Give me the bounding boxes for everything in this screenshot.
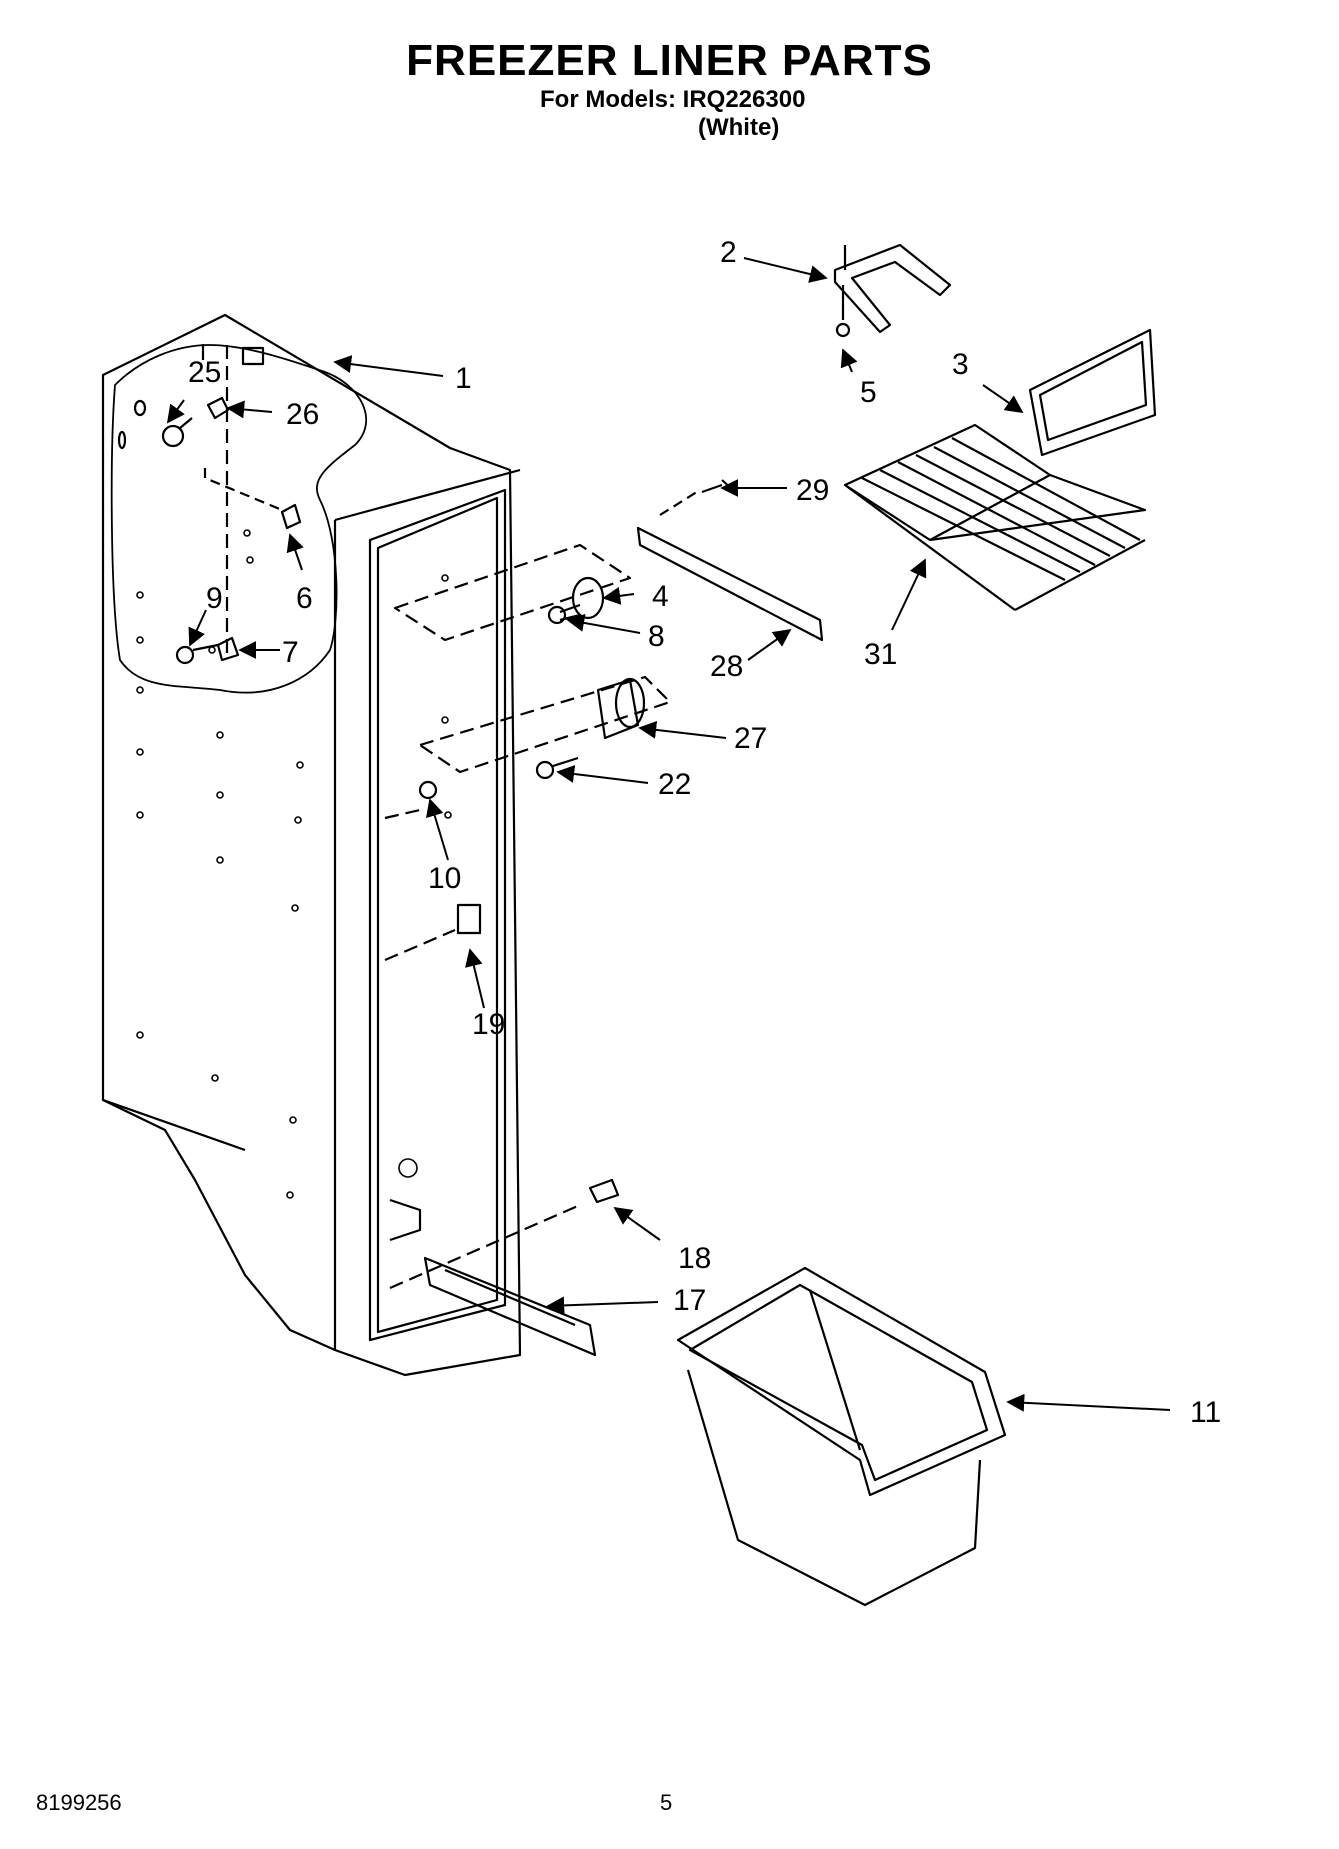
clip-and-bracket-parts: [175, 468, 302, 665]
light-bulb-and-socket: [161, 396, 230, 448]
wire-shelf-part: [843, 423, 1147, 611]
callout-31: 31: [864, 638, 897, 671]
shelf-frame-part: [1028, 328, 1157, 457]
color-line: (White): [698, 114, 780, 141]
callout-22: 22: [658, 768, 691, 801]
callout-17: 17: [673, 1284, 706, 1317]
trim-part: [423, 1178, 620, 1357]
callout-10: 10: [428, 862, 461, 895]
page-title: FREEZER LINER PARTS: [406, 36, 933, 85]
callout-11: 11: [1190, 1396, 1221, 1429]
callout-5: 5: [860, 376, 877, 409]
callout-6: 6: [296, 582, 313, 615]
callout-9: 9: [206, 582, 223, 615]
callout-3: 3: [952, 348, 969, 381]
callout-27: 27: [734, 722, 767, 755]
callout-leaders: [166, 257, 1171, 1412]
callout-8: 8: [648, 620, 665, 653]
callout-19: 19: [472, 1008, 505, 1041]
document-number: 8199256: [36, 1790, 122, 1815]
callout-4: 4: [652, 580, 669, 613]
freezer-bin-part: [676, 1266, 1007, 1607]
models-line: For Models: IRQ226300: [540, 86, 806, 113]
callout-7: 7: [282, 636, 299, 669]
hardware-parts: [418, 576, 646, 935]
callout-28: 28: [710, 650, 743, 683]
callout-1: 1: [455, 362, 472, 395]
placement-guides: [384, 543, 672, 1290]
callout-2: 2: [720, 236, 737, 269]
freezer-liner-part: [101, 313, 522, 1377]
page-number: 5: [660, 1790, 673, 1815]
callout-18: 18: [678, 1242, 711, 1275]
callout-25: 25: [188, 356, 221, 389]
callout-labels: 1 2 3 4 5 6 7 8 9 10 11 17 18 19 22 25 2…: [188, 236, 1221, 1429]
shelf-rail-part: [636, 479, 824, 642]
shelf-bracket-part: [833, 243, 952, 338]
callout-26: 26: [286, 398, 319, 431]
callout-29: 29: [796, 474, 829, 507]
